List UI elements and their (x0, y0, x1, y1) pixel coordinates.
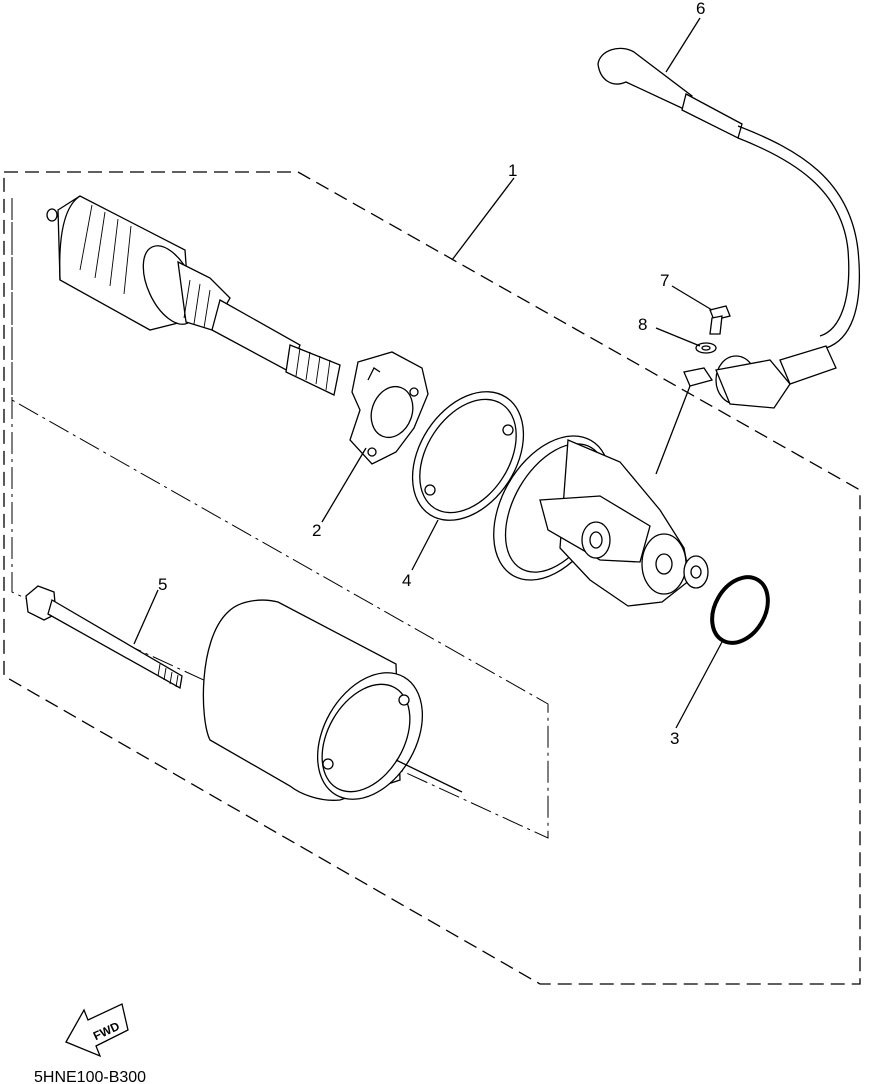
callout-1: 1 (508, 161, 517, 180)
callout-5: 5 (158, 575, 167, 594)
callout-8: 8 (638, 315, 647, 334)
o-ring (710, 575, 770, 645)
fwd-direction-arrow: FWD (65, 1003, 129, 1058)
drawing-code: 5HNE100-B300 (34, 1069, 146, 1084)
through-bolt (25, 585, 183, 690)
yoke (202, 599, 424, 801)
callout-3: 3 (670, 729, 679, 748)
callout-labels: 1 2 3 4 5 6 7 8 (158, 0, 705, 748)
callout-2: 2 (312, 521, 321, 540)
terminal-lug (683, 367, 714, 387)
washer (695, 342, 717, 354)
callout-7: 7 (660, 271, 669, 290)
front-cover-housing (493, 435, 709, 607)
callout-4: 4 (402, 571, 411, 590)
leader-lines (133, 17, 723, 793)
brush-plate (349, 351, 429, 465)
lead-wire (597, 47, 860, 409)
inner-boundary-dashdot (11, 198, 549, 839)
armature (46, 195, 341, 396)
gasket (411, 391, 525, 521)
callout-6: 6 (696, 0, 705, 18)
assembly-boundary-dashed (3, 171, 861, 985)
screw (709, 305, 731, 335)
